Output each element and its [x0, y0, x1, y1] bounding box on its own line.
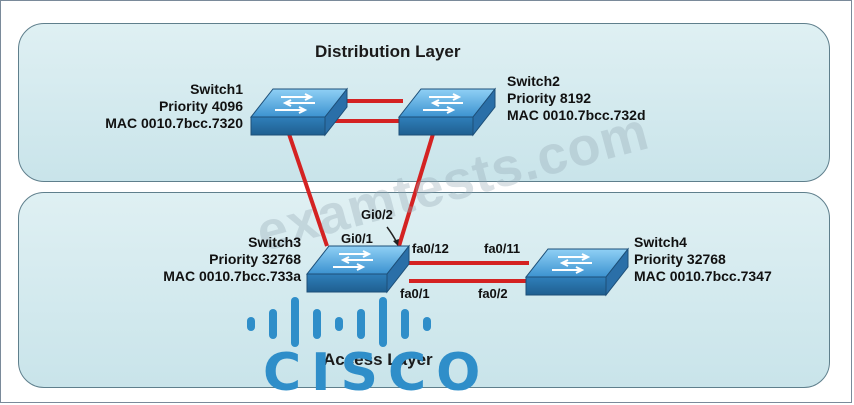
port-fa02-label: fa0/2 — [478, 286, 508, 301]
distribution-layer-title: Distribution Layer — [315, 42, 461, 61]
port-gi01-label: Gi0/1 — [341, 231, 373, 246]
port-fa011-label: fa0/11 — [484, 241, 521, 256]
switch2-icon — [397, 87, 497, 137]
port-gi02-label: Gi0/2 — [361, 207, 393, 222]
switch4-mac: MAC 0010.7bcc.7347 — [634, 268, 772, 284]
switch4-priority: Priority 32768 — [634, 251, 726, 267]
switch1-name: Switch1 — [190, 81, 243, 97]
switch3-name: Switch3 — [248, 234, 301, 250]
gi02-arrowhead — [393, 239, 399, 246]
link-switch1-switch3 — [287, 133, 329, 247]
access-layer-panel — [18, 192, 830, 388]
switch1-mac: MAC 0010.7bcc.7320 — [105, 115, 243, 131]
switch4-icon — [524, 247, 630, 297]
access-layer-title: Access Layer — [323, 350, 433, 369]
port-fa01-label: fa0/1 — [400, 286, 430, 301]
switch3-label: Switch3 Priority 32768 MAC 0010.7bcc.733… — [111, 234, 301, 285]
switch1-icon — [249, 87, 349, 137]
link-switch2-switch3 — [397, 133, 435, 247]
switch2-priority: Priority 8192 — [507, 90, 592, 106]
switch3-priority: Priority 32768 — [209, 251, 301, 267]
switch2-mac: MAC 0010.7bcc.732d — [507, 107, 646, 123]
switch4-name: Switch4 — [634, 234, 687, 250]
port-fa012-label: fa0/12 — [412, 241, 449, 256]
switch4-label: Switch4 Priority 32768 MAC 0010.7bcc.734… — [634, 234, 772, 285]
switch2-name: Switch2 — [507, 73, 560, 89]
switch1-label: Switch1 Priority 4096 MAC 0010.7bcc.7320 — [57, 81, 243, 132]
cisco-logo-bars-icon — [247, 297, 431, 347]
link-switch3-switch4 — [409, 261, 529, 283]
cisco-logo-text: CISCO — [263, 343, 491, 403]
switch1-priority: Priority 4096 — [158, 98, 243, 114]
switch3-mac: MAC 0010.7bcc.733a — [163, 268, 301, 284]
switch2-label: Switch2 Priority 8192 MAC 0010.7bcc.732d — [507, 73, 646, 124]
switch3-icon — [305, 244, 411, 294]
